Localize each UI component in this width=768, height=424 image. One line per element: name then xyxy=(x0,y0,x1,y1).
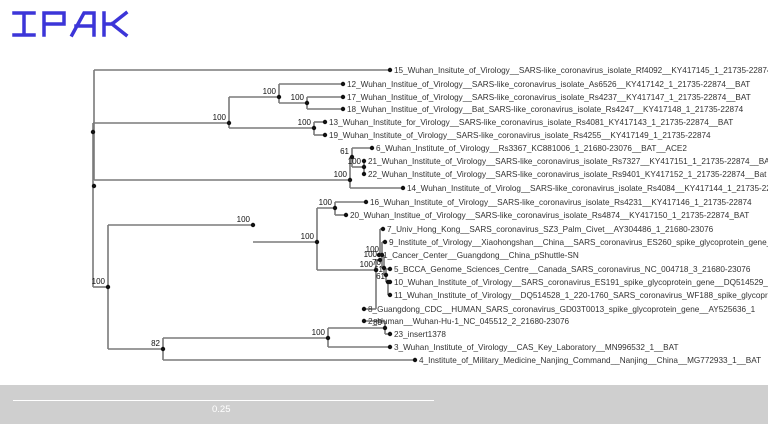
scale-bar-line xyxy=(13,400,434,401)
leaf-node xyxy=(387,292,393,298)
bootstrap-support-label: 100 xyxy=(301,232,315,241)
leaf-node xyxy=(343,212,349,218)
leaf-label: 17_Wuhan_Institue_of_Virology__SARS-like… xyxy=(347,93,751,102)
leaf-label: 8_Guangdong_CDC__HUMAN_SARS_coronavirus_… xyxy=(368,305,756,314)
leaf-node xyxy=(376,252,382,258)
leaf-label: 15_Wuhan_Insitute_of_Virology__SARS-like… xyxy=(394,66,768,75)
tree-node xyxy=(373,267,379,273)
leaf-node xyxy=(387,331,393,337)
bootstrap-support-label: 100 xyxy=(319,198,333,207)
logo-letter-a xyxy=(69,11,96,38)
bootstrap-support-label: 100 xyxy=(312,328,326,337)
bootstrap-support-label: 100 xyxy=(348,157,362,166)
tree-node xyxy=(304,100,310,106)
leaf-node xyxy=(412,357,418,363)
leaf-label: 20_Wuhan_Institue_of_Virology__SARS-like… xyxy=(350,211,749,220)
bootstrap-support-label: 61 xyxy=(340,147,349,156)
bootstrap-support-label: 61 xyxy=(374,265,383,274)
bootstrap-support-label: 100 xyxy=(366,245,380,254)
leaf-node xyxy=(400,185,406,191)
leaf-node xyxy=(340,94,346,100)
leaf-node xyxy=(363,199,369,205)
leaf-label: 13_Wuhan_Institute_for_Virology__SARS-li… xyxy=(329,118,733,127)
leaf-label: 16_Wuhan_Institute_of_Virology__SARS-lik… xyxy=(370,198,752,207)
tree-node xyxy=(361,164,367,170)
tree-node xyxy=(381,265,387,271)
bootstrap-support-label: 100 xyxy=(92,277,106,286)
bootstrap-support-label: 100 xyxy=(291,93,305,102)
bootstrap-support-label: 100 xyxy=(334,170,348,179)
tree-node xyxy=(314,239,320,245)
bootstrap-support-label: 89 xyxy=(373,318,382,327)
tree-node xyxy=(250,222,256,228)
bootstrap-support-label: 100 xyxy=(360,260,374,269)
bootstrap-support-label: 100 xyxy=(213,113,227,122)
leaf-node xyxy=(361,306,367,312)
leaf-node xyxy=(361,158,367,164)
leaf-label: 2_Human__Wuhan-Hu-1_NC_045512_2_21680-23… xyxy=(368,317,569,326)
leaf-label: 9_Institute_of_Virology__Xiaohongshan__C… xyxy=(389,238,768,247)
bootstrap-support-label: 100 xyxy=(364,250,378,259)
logo-letter-p xyxy=(42,11,66,37)
leaf-label: 10_Wuhan_Institute_of_Virology__SARS_cor… xyxy=(394,278,768,287)
leaf-label: 4_Institute_of_Military_Medicine_Nanjing… xyxy=(419,356,761,365)
leaf-node xyxy=(340,81,346,87)
tree-node xyxy=(332,205,338,211)
leaf-node xyxy=(382,239,388,245)
leaf-label: 19_Wuhan_Institute_of_Virology__SARS-lik… xyxy=(329,131,711,140)
scale-bar-label: 0.25 xyxy=(212,404,231,415)
leaf-node xyxy=(387,266,393,272)
tree-node xyxy=(382,325,388,331)
leaf-label: 7_Univ_Hong_Kong__SARS_coronavirus_SZ3_P… xyxy=(387,225,714,234)
leaf-node xyxy=(387,344,393,350)
tree-node xyxy=(226,120,232,126)
bootstrap-support-label: 100 xyxy=(237,215,251,224)
leaf-label: 18_Wuhan_Institue_of_Virology__Bat_SARS-… xyxy=(347,105,744,114)
scale-bar-panel: 0.25 xyxy=(0,385,768,424)
tree-node xyxy=(105,284,111,290)
logo-letter-i xyxy=(12,11,36,37)
leaf-node xyxy=(361,318,367,324)
leaf-label: 5_BCCA_Genome_Sciences_Centre__Canada_SA… xyxy=(394,265,751,274)
leaf-label: 12_Wuhan_Institue_of_Virology__SARS-like… xyxy=(347,80,750,89)
leaf-label: 22_Wuhan_Institute_of_Virology__SARS-lik… xyxy=(368,170,767,179)
leaf-node xyxy=(322,132,328,138)
phylogenetic-tree: 1001001001006110010010061617010010010010… xyxy=(90,66,768,365)
leaf-label: 1_Cancer_Center__Guangdong__China_pShutt… xyxy=(383,251,579,260)
bootstrap-support-label: 61 xyxy=(376,272,385,281)
bootstrap-support-label: 100 xyxy=(298,118,312,127)
leaf-node xyxy=(380,226,386,232)
leaf-label: 6_Wuhan_Institute_of_Virology__Rs3367_KC… xyxy=(376,144,687,153)
leaf-label: 14_Wuhan_Institute_of_Virolog__SARS-like… xyxy=(407,184,768,193)
tree-node xyxy=(311,125,317,131)
tree-node xyxy=(377,257,383,263)
leaf-node xyxy=(369,145,375,151)
leaf-node xyxy=(387,67,393,73)
leaf-label: 23_insert1378 xyxy=(394,330,446,339)
tree-node xyxy=(383,272,389,278)
tree-node xyxy=(90,129,96,135)
tree-node xyxy=(91,183,97,189)
leaf-node xyxy=(361,171,367,177)
logo-letter-k xyxy=(102,10,129,38)
leaf-node xyxy=(387,279,393,285)
tree-node xyxy=(160,346,166,352)
leaf-label: 3_Wuhan_Institute_of_Virology__CAS_Key_L… xyxy=(394,343,678,352)
tree-node xyxy=(347,177,353,183)
leaf-node xyxy=(322,119,328,125)
leaf-node xyxy=(340,106,346,112)
bootstrap-support-label: 100 xyxy=(263,87,277,96)
bootstrap-support-label: 82 xyxy=(151,339,160,348)
tree-node xyxy=(276,94,282,100)
tree-node xyxy=(349,154,355,160)
leaf-label: 11_Wuhan_Institute_of_Virology__DQ514528… xyxy=(394,291,768,300)
leaf-label: 21_Wuhan_Institute_of_Virology__SARS-lik… xyxy=(368,157,768,166)
bootstrap-support-label: 70 xyxy=(372,258,381,267)
ipak-logo xyxy=(12,10,129,38)
tree-node xyxy=(325,335,331,341)
